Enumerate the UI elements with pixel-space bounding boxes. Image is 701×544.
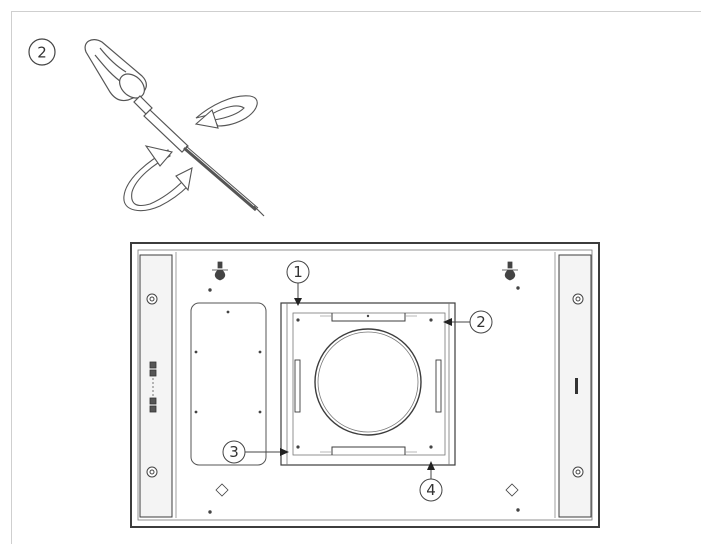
step-number-label: 2 bbox=[37, 44, 47, 62]
rotate-arrows-icon bbox=[123, 95, 258, 212]
callout-3-label: 3 bbox=[229, 443, 239, 461]
instruction-frame bbox=[11, 11, 701, 544]
callout-3: 3 bbox=[222, 440, 289, 464]
callout-2-label: 2 bbox=[476, 313, 486, 331]
motor-bracket bbox=[280, 302, 456, 466]
left-connector bbox=[149, 361, 157, 413]
callout-4: 4 bbox=[419, 461, 443, 502]
callout-1-label: 1 bbox=[293, 263, 303, 281]
callout-4-label: 4 bbox=[426, 481, 436, 499]
right-slot bbox=[575, 378, 578, 394]
mounting-marks bbox=[208, 261, 520, 514]
screwdriver-icon bbox=[84, 39, 265, 217]
callout-1: 1 bbox=[286, 260, 310, 306]
callout-2: 2 bbox=[443, 310, 493, 334]
side-screws bbox=[146, 293, 584, 478]
step-number-badge: 2 bbox=[28, 38, 56, 66]
